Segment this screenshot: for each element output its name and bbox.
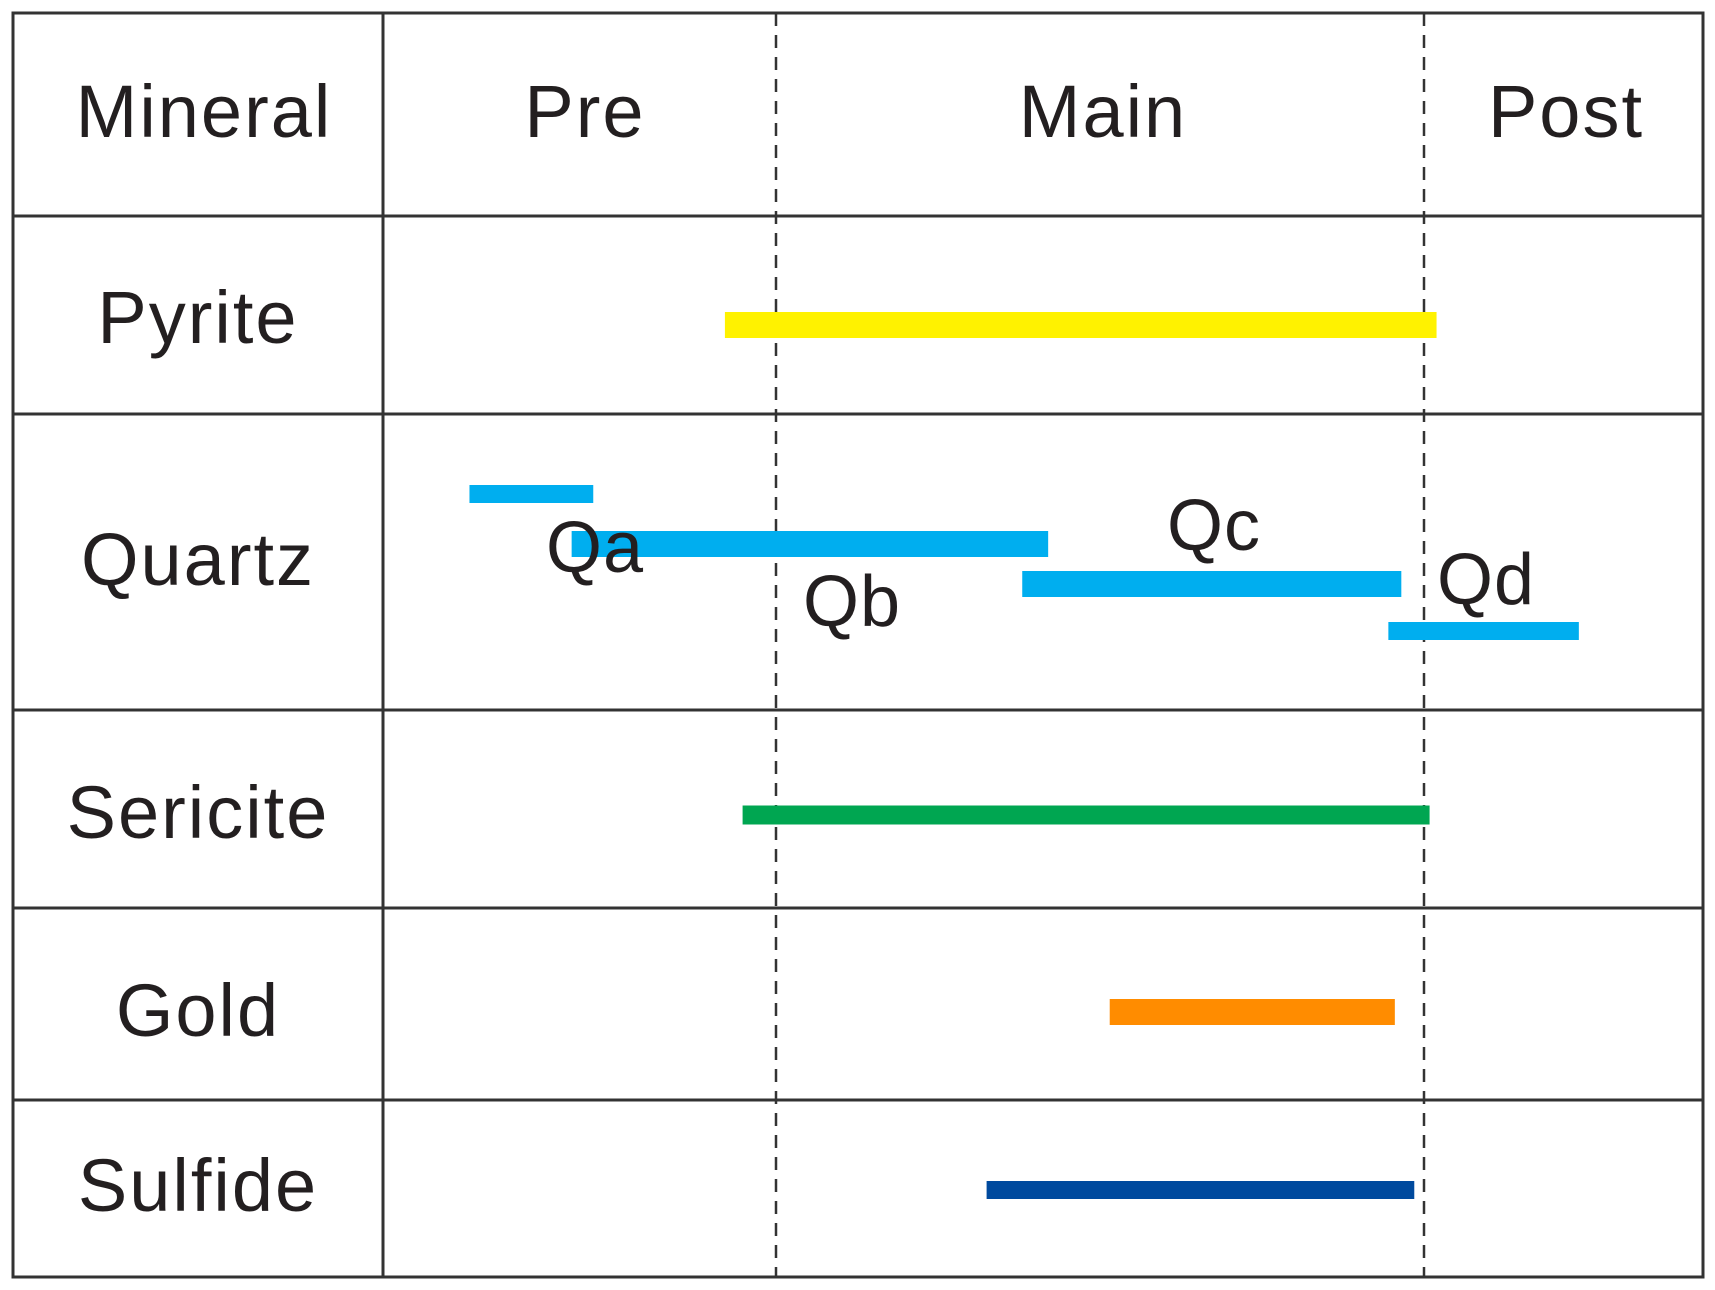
- duration-bar-sulfide: [986, 1181, 1415, 1199]
- header-mineral: Mineral: [76, 70, 333, 153]
- quartz-label-qa: Qa: [546, 508, 644, 588]
- duration-bar-quartz-qd: [1388, 622, 1579, 640]
- header-stage-post: Post: [1488, 70, 1644, 153]
- duration-bar-quartz-qb: [571, 531, 1049, 557]
- duration-bar-quartz-qa: [469, 485, 594, 503]
- duration-bar-quartz-qc: [1022, 571, 1402, 597]
- table-border: [11, 11, 1705, 1279]
- mineral-name-gold: Gold: [116, 969, 280, 1052]
- duration-bar-sericite: [742, 805, 1430, 825]
- header-stage-main: Main: [1019, 70, 1187, 153]
- duration-bar-pyrite: [724, 312, 1437, 338]
- duration-bar-gold: [1109, 999, 1395, 1025]
- mineral-name-pyrite: Pyrite: [97, 276, 298, 359]
- mineral-name-quartz: Quartz: [81, 518, 315, 601]
- quartz-label-qb: Qb: [803, 562, 901, 642]
- mineral-name-sericite: Sericite: [67, 771, 330, 854]
- header-stage-pre: Pre: [524, 70, 645, 153]
- quartz-label-qd: Qd: [1437, 540, 1535, 620]
- quartz-label-qc: Qc: [1167, 486, 1261, 566]
- mineral-name-sulfide: Sulfide: [78, 1144, 318, 1227]
- duration-bars: [469, 312, 1579, 1199]
